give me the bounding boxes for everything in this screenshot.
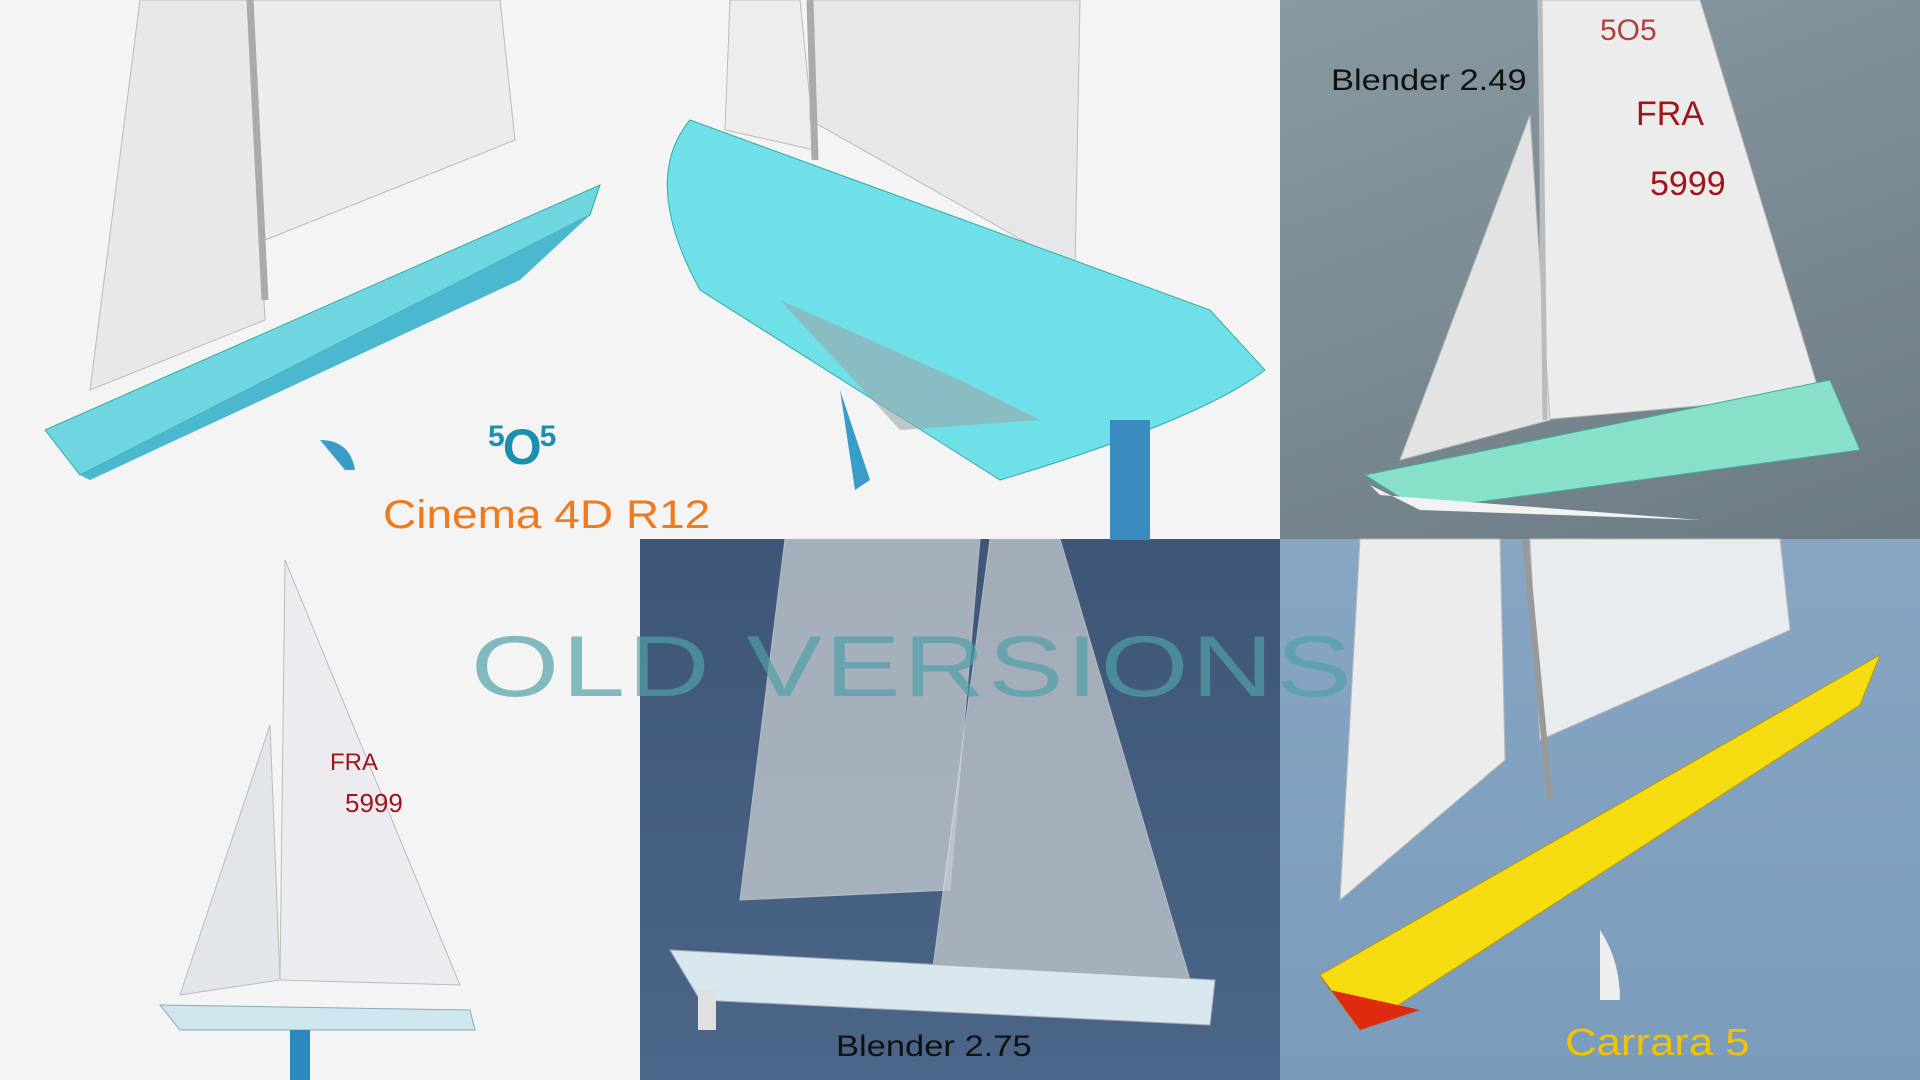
label-blender-275: Blender 2.75	[836, 1030, 1032, 1063]
sail-number-marking: 5999	[1650, 165, 1726, 203]
sail-country-marking: FRA	[1636, 95, 1704, 133]
boat-render-cinema4d-1	[44, 0, 601, 480]
boat-render-blender-249: 5O5 FRA 5999	[1363, 0, 1861, 520]
logo-digit-right: 5	[539, 420, 557, 453]
boat-render-blender-275	[669, 538, 1216, 1030]
boat-render-old-1: FRA 5999	[158, 559, 476, 1080]
logo-digit-left: 5	[488, 420, 505, 453]
sail-class-marking: 5O5	[1600, 14, 1657, 47]
logo-letter: O	[502, 419, 542, 475]
505-class-logo: 5O5	[488, 418, 557, 476]
label-blender-249: Blender 2.49	[1331, 64, 1527, 97]
boat-render-cinema4d-2	[666, 0, 1266, 540]
sail-country-marking-2: FRA	[330, 749, 378, 776]
label-carrara-5: Carrara 5	[1565, 1022, 1750, 1064]
label-cinema4d: Cinema 4D R12	[383, 493, 711, 537]
boat-render-carrara-5	[1319, 538, 1881, 1031]
sail-number-marking-2: 5999	[345, 788, 403, 818]
overlay-old-versions: OLD VERSIONS	[471, 619, 1355, 715]
